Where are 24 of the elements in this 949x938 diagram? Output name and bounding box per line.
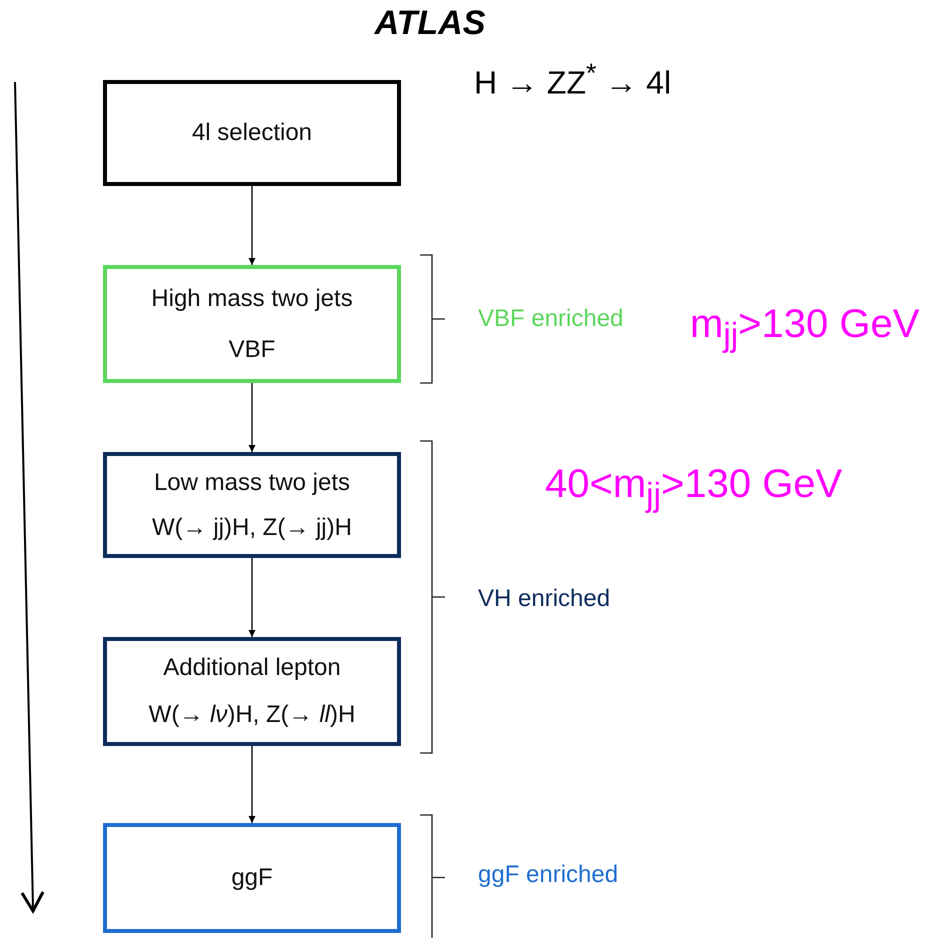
box-text: Additional lepton: [163, 654, 341, 682]
process-box: [103, 823, 401, 933]
arrow: [248, 186, 256, 265]
annotation-label: VH enriched: [478, 585, 610, 613]
arrow: [248, 746, 256, 823]
annotation-label: H → ZZ$^{*}$ → 4l: [474, 58, 672, 102]
annotation-label: VBF enriched: [478, 305, 624, 333]
process-box: [103, 452, 401, 558]
box-text: High mass two jets: [151, 284, 353, 312]
annotation-label: 40<m$_{jj}$>130 GeV: [545, 462, 842, 515]
box-text: ggF: [231, 864, 273, 892]
annotation-label: m$_{jj}$>130 GeV: [690, 302, 920, 355]
box-text: W(→ lν)H, Z(→ ll)H: [148, 700, 356, 729]
box-text: VBF: [228, 336, 276, 364]
process-box: [103, 265, 401, 383]
box-text: W(→ jj)H, Z(→ jj)H: [152, 514, 352, 542]
box-text: 4l selection: [192, 119, 312, 147]
process-box: [103, 80, 401, 186]
title: ATLAS: [373, 4, 486, 43]
box-text: Low mass two jets: [154, 468, 350, 496]
arrow: [248, 383, 256, 452]
process-box: [103, 637, 401, 746]
arrow: [248, 558, 256, 637]
annotation-label: ggF enriched: [478, 861, 618, 889]
